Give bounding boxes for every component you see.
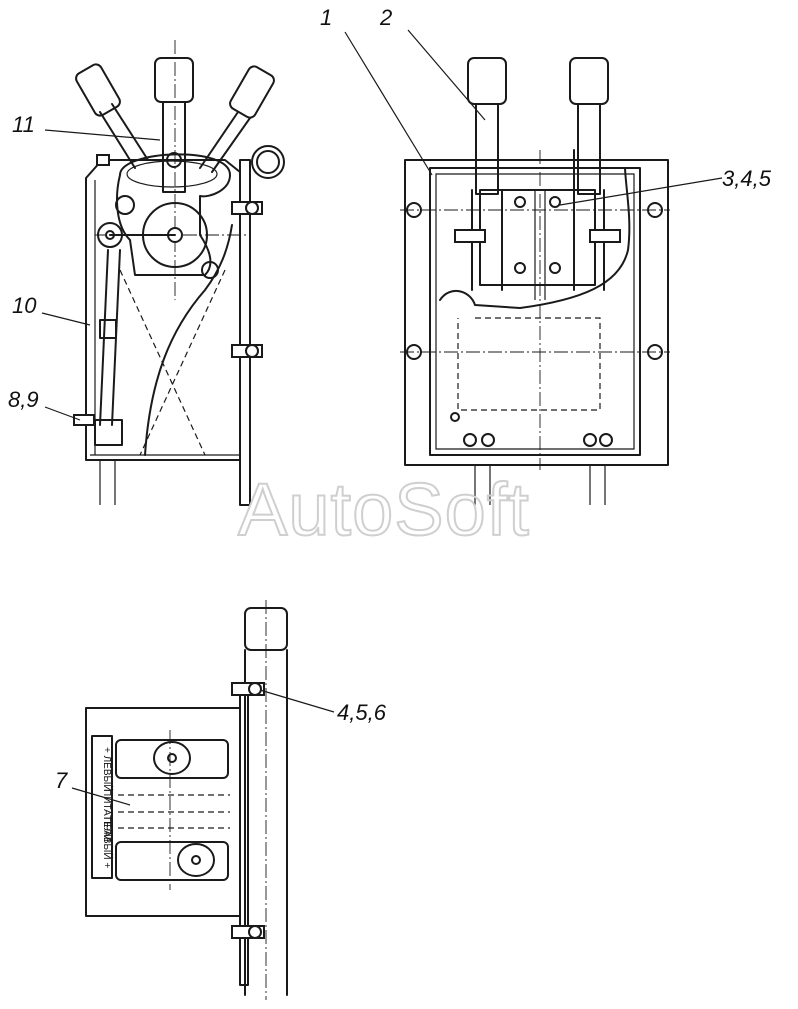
callout-10: 10 bbox=[12, 293, 37, 318]
lever-left-position bbox=[75, 63, 149, 169]
lever-right-position bbox=[199, 65, 275, 173]
callout-3-4-5: 3,4,5 bbox=[722, 166, 772, 191]
plate-right-label: ПРАВЫЙ + bbox=[101, 817, 114, 868]
callout-2: 2 bbox=[379, 5, 392, 30]
callout-8-9: 8,9 bbox=[8, 387, 39, 412]
callout-labels: 1 2 3,4,5 11 10 8,9 4,5,6 7 bbox=[8, 5, 772, 793]
callout-1: 1 bbox=[320, 5, 332, 30]
plate-title: ПИТАТЕЛИ bbox=[101, 789, 112, 842]
watermark: AutoSoft bbox=[238, 468, 530, 551]
plate-left-label: + ЛЕВЫЙ bbox=[101, 747, 114, 792]
callout-7: 7 bbox=[55, 768, 68, 793]
leader-lines bbox=[41, 29, 723, 806]
bottom-view bbox=[85, 600, 288, 1000]
callout-4-5-6: 4,5,6 bbox=[337, 700, 387, 725]
nameplate: + ЛЕВЫЙ ПИТАТЕЛИ ПРАВЫЙ + bbox=[101, 747, 114, 868]
front-view bbox=[400, 57, 670, 505]
side-view bbox=[73, 40, 285, 506]
lever-center bbox=[154, 57, 194, 193]
callout-11: 11 bbox=[12, 112, 35, 137]
